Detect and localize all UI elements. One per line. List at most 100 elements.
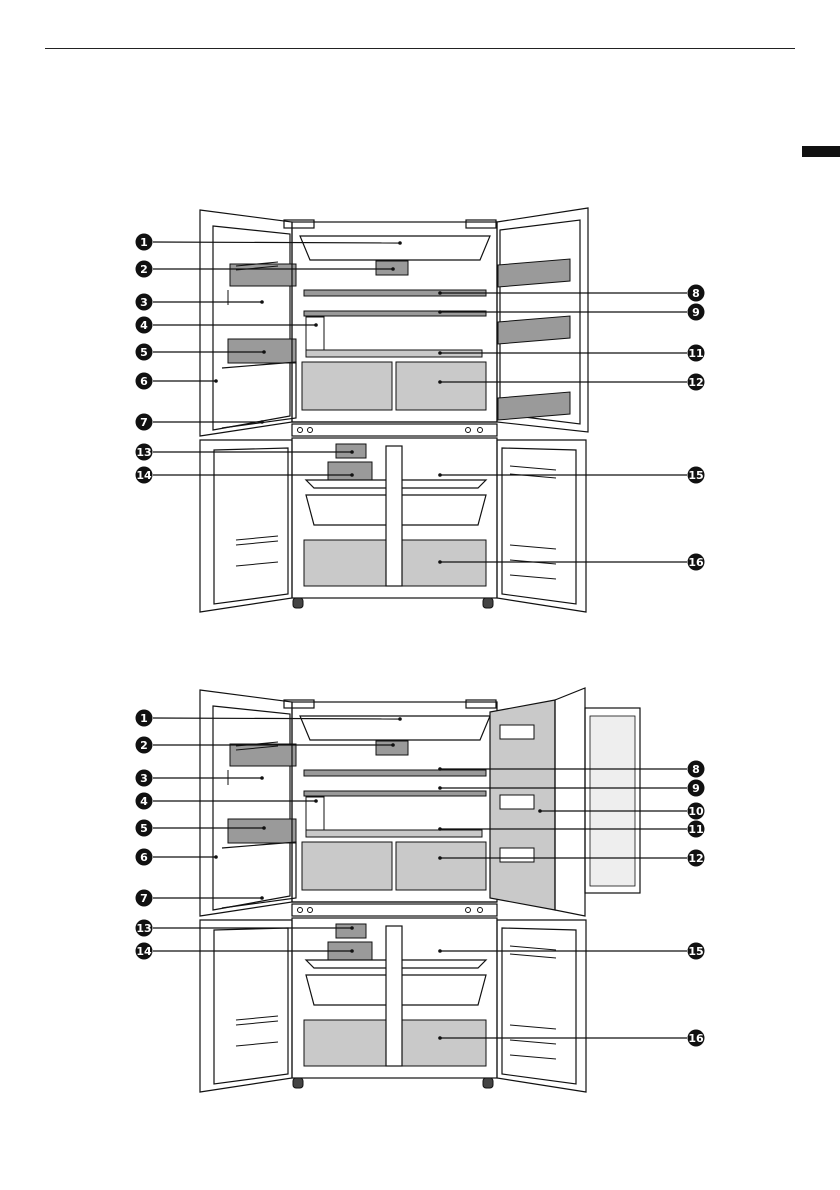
callout-dot-1 [398,241,402,245]
callout-dot-5 [262,826,266,830]
callout-top-2: 2 [136,261,153,278]
crisper-left [302,362,392,410]
left-door-outer [200,690,292,916]
svg-text:1: 1 [140,236,148,249]
svg-text:2: 2 [140,739,148,752]
callout-dot-16 [438,560,442,564]
callout-bottom-15: 15 [688,943,705,960]
callout-dot-15 [438,949,442,953]
ice-maker [336,924,366,938]
right-door-bin-1 [498,259,570,287]
callout-bottom-12: 12 [688,850,705,867]
svg-text:7: 7 [140,892,148,905]
callout-bottom-11: 11 [688,821,705,838]
svg-text:1: 1 [140,712,148,725]
svg-text:2: 2 [140,263,148,276]
svg-text:14: 14 [136,469,152,482]
callout-dot-16 [438,1036,442,1040]
shelf-lower [306,830,482,837]
callout-dot-7 [260,420,264,424]
callout-dot-12 [438,380,442,384]
callout-top-6: 6 [136,373,153,390]
callout-top-12: 12 [688,374,705,391]
svg-text:12: 12 [688,376,703,389]
foot [293,598,303,608]
callout-top-11: 11 [688,345,705,362]
callout-bottom-9: 9 [688,780,705,797]
callout-dot-2 [391,267,395,271]
callout-top-4: 4 [136,317,153,334]
callout-bottom-4: 4 [136,793,153,810]
svg-text:3: 3 [140,296,148,309]
callout-dot-11 [438,351,442,355]
svg-text:6: 6 [140,375,148,388]
svg-text:15: 15 [688,945,703,958]
callout-top-13: 13 [136,444,153,461]
callout-dot-14 [350,949,354,953]
svg-text:5: 5 [140,822,148,835]
callout-bottom-5: 5 [136,820,153,837]
shelf-middle [304,791,486,796]
callout-dot-12 [438,856,442,860]
svg-text:10: 10 [688,805,704,818]
svg-text:15: 15 [688,469,703,482]
callout-dot-5 [262,350,266,354]
callout-dot-10 [538,809,542,813]
crisper-right [396,362,486,410]
callout-dot-13 [350,450,354,454]
callout-dot-4 [314,799,318,803]
door-insert-1 [500,725,534,739]
svg-text:13: 13 [136,922,151,935]
callout-top-9: 9 [688,304,705,321]
callout-bottom-6: 6 [136,849,153,866]
callout-dot-9 [438,310,442,314]
callout-dot-6 [214,855,218,859]
door-insert-3 [500,848,534,862]
svg-text:6: 6 [140,851,148,864]
right-door-bin-2 [498,316,570,344]
foot [293,1078,303,1088]
svg-text:8: 8 [692,763,700,776]
callout-top-8: 8 [688,285,705,302]
callout-bottom-8: 8 [688,761,705,778]
right-door-bin-3 [498,392,570,420]
foot [483,598,493,608]
callout-dot-11 [438,827,442,831]
svg-text:14: 14 [136,945,152,958]
left-door-outer [200,210,292,436]
callout-dot-8 [438,291,442,295]
left-door-bin-lower [228,819,296,843]
callout-dot-9 [438,786,442,790]
callout-dot-2 [391,743,395,747]
callout-dot-7 [260,896,264,900]
callout-line-1 [153,718,400,719]
callout-dot-3 [260,300,264,304]
shelf-upper [304,770,486,776]
callout-bottom-1: 1 [136,710,153,727]
center-pillar [386,446,402,586]
callout-dot-8 [438,767,442,771]
callout-bottom-16: 16 [688,1030,705,1047]
crisper-left [302,842,392,890]
light-module [376,741,408,755]
svg-text:11: 11 [688,347,703,360]
svg-text:5: 5 [140,346,148,359]
callout-dot-6 [214,379,218,383]
callout-bottom-13: 13 [136,920,153,937]
svg-text:11: 11 [688,823,703,836]
svg-text:13: 13 [136,446,151,459]
svg-text:7: 7 [140,416,148,429]
callout-bottom-10: 10 [688,803,705,820]
callout-top-15: 15 [688,467,705,484]
callout-bottom-2: 2 [136,737,153,754]
callout-dot-14 [350,473,354,477]
svg-text:4: 4 [140,319,148,332]
svg-text:12: 12 [688,852,703,865]
svg-text:9: 9 [692,306,700,319]
callout-dot-4 [314,323,318,327]
callout-top-3: 3 [136,294,153,311]
callout-top-7: 7 [136,414,153,431]
callout-bottom-14: 14 [136,943,153,960]
svg-text:4: 4 [140,795,148,808]
